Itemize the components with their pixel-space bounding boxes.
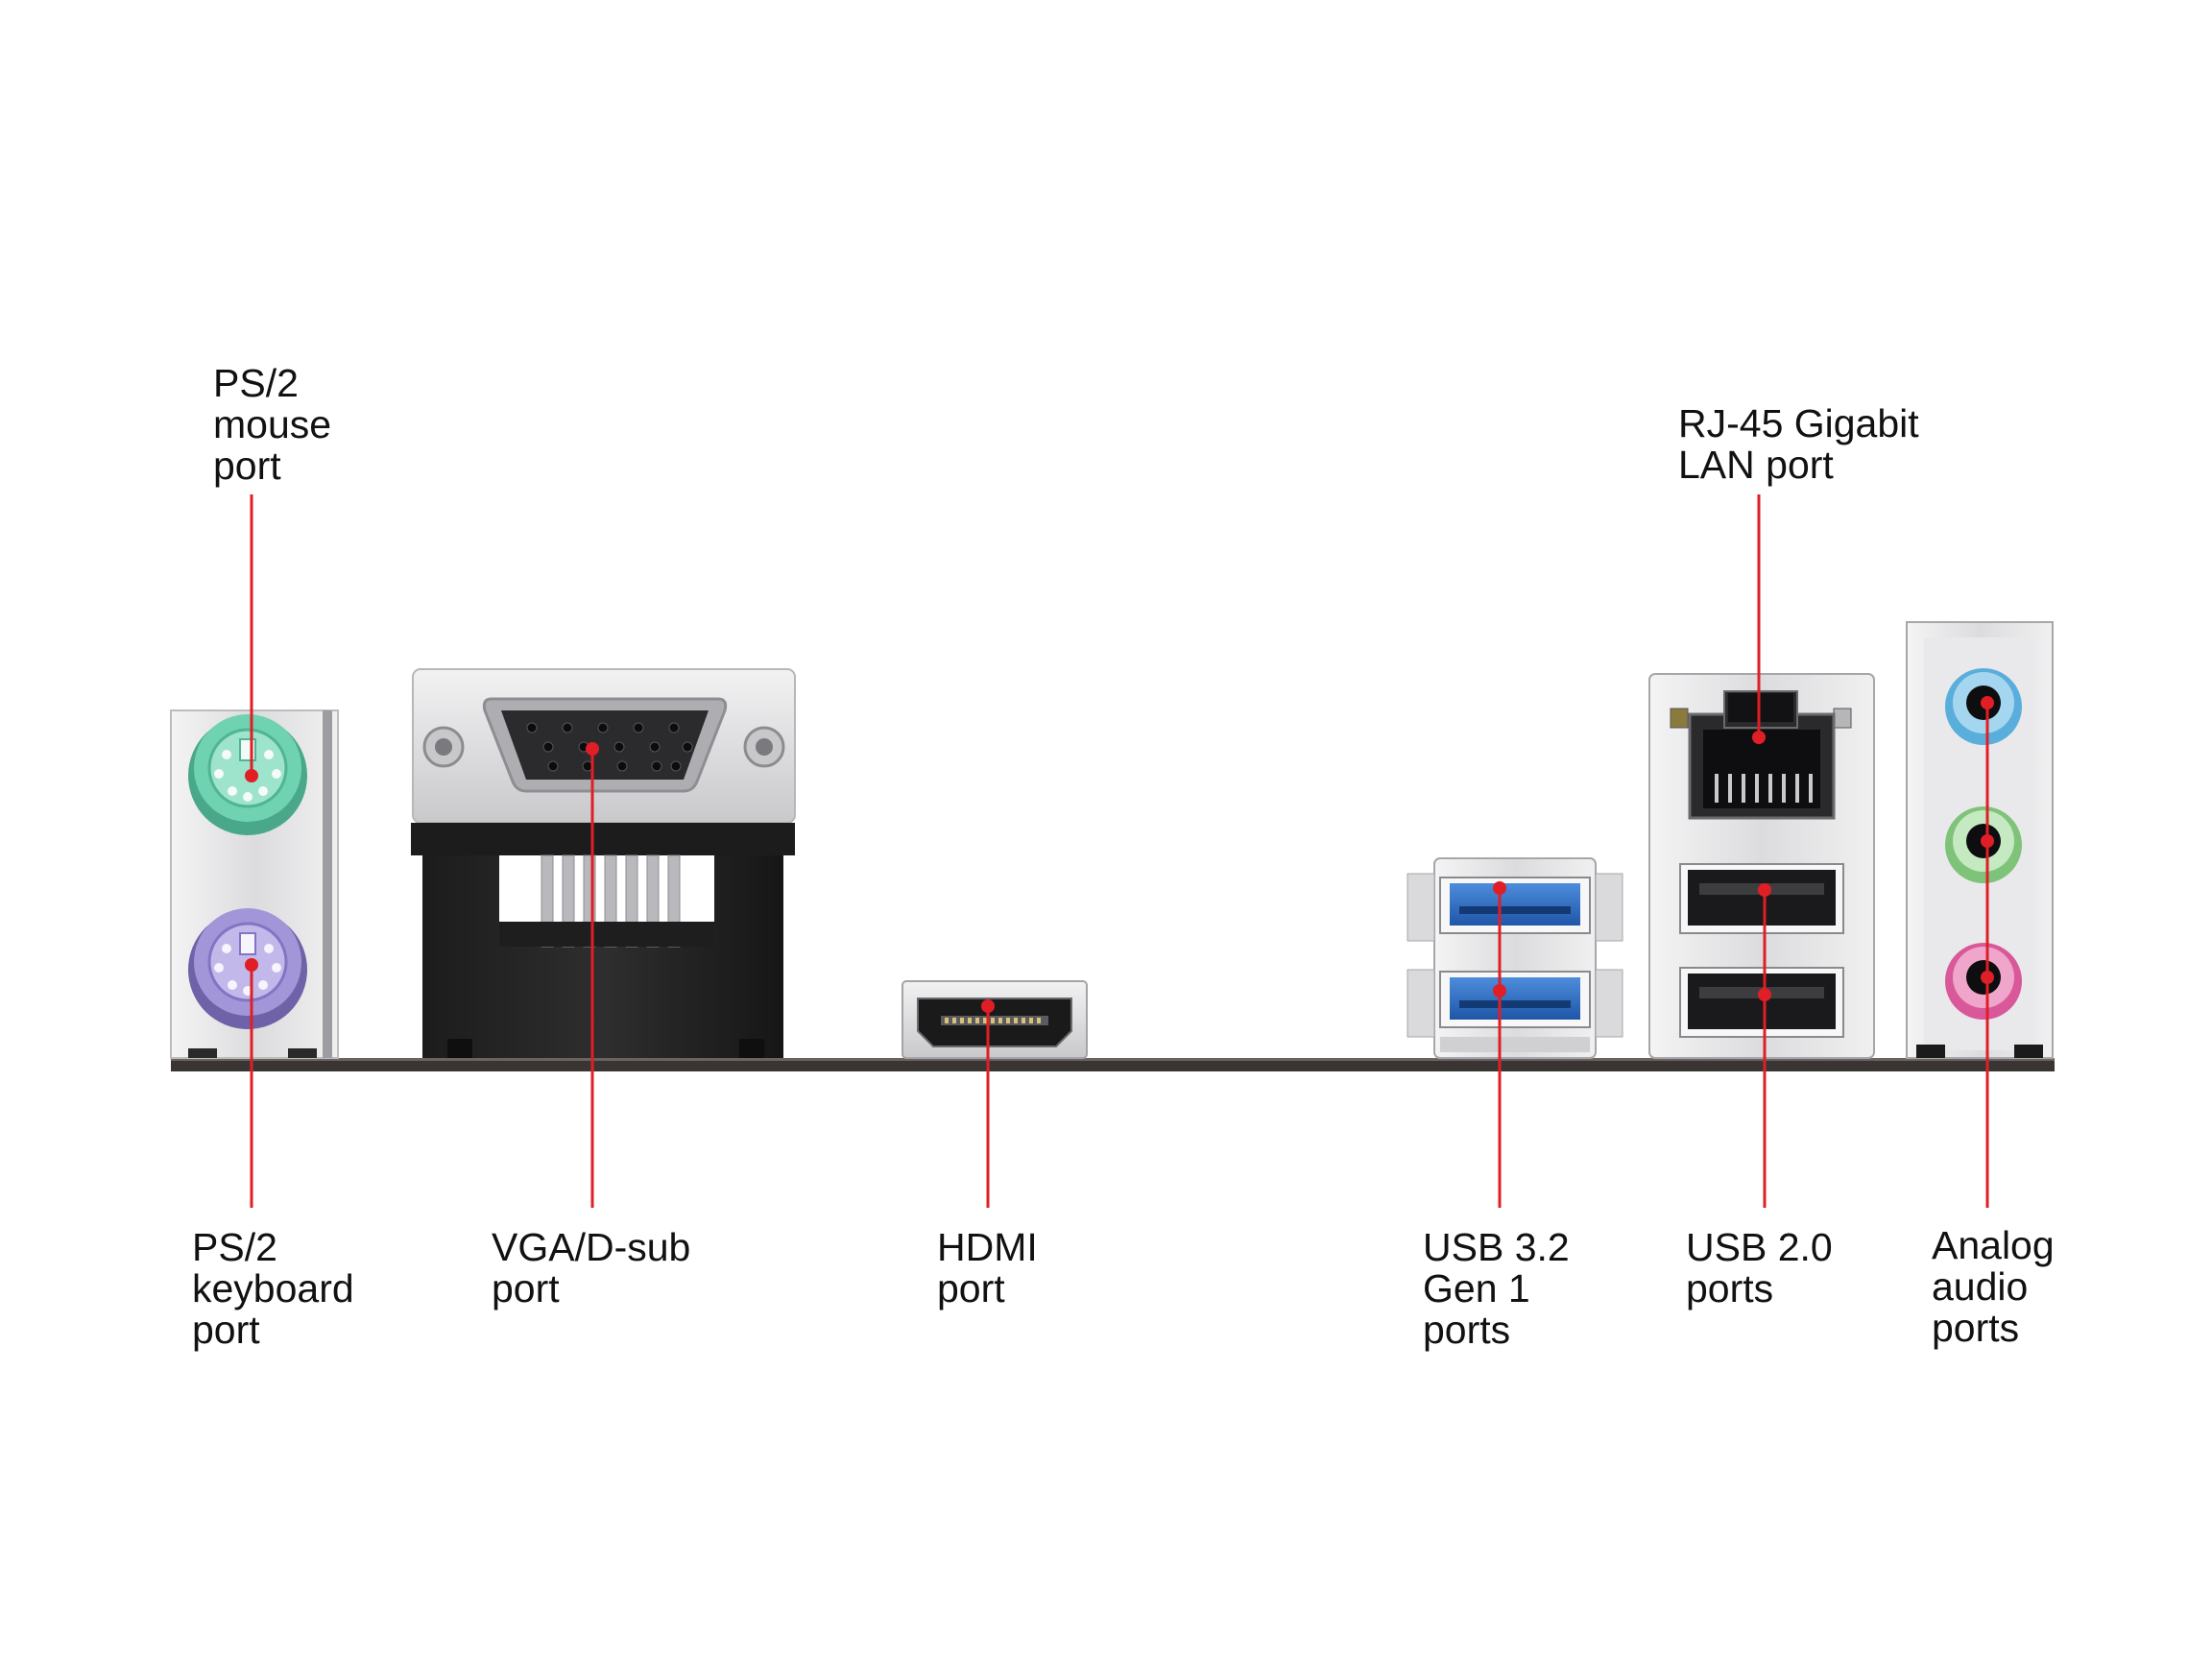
label-line: port (192, 1308, 260, 1352)
hdmi-connector (902, 980, 1088, 1059)
label-line: HDMI (937, 1225, 1038, 1269)
label-usb20: USB 2.0 ports (1686, 1227, 1833, 1310)
usb32-connector (1407, 857, 1623, 1059)
label-vga: VGA/D-sub port (492, 1227, 690, 1310)
callout-dot-usb20-bottom (1758, 988, 1771, 1001)
pcb-strip (171, 1058, 2055, 1071)
audio-jack-line-in (1945, 668, 2022, 745)
label-line: port (492, 1266, 560, 1310)
callout-dot-usb32-top (1493, 881, 1506, 895)
label-line: port (213, 444, 281, 488)
audio-connector (1906, 621, 2054, 1059)
label-line: USB 3.2 (1423, 1225, 1570, 1269)
label-audio: Analog audio ports (1932, 1225, 2055, 1349)
callout-dot-lan (1752, 731, 1766, 744)
callout-dot-audio-bottom (1981, 971, 1994, 984)
label-line: ports (1932, 1306, 2020, 1350)
label-line: audio (1932, 1264, 2029, 1309)
callout-dot-usb20-top (1758, 883, 1771, 897)
label-line: keyboard (192, 1266, 354, 1310)
callout-lines (250, 494, 1989, 1208)
label-line: Analog (1932, 1223, 2055, 1267)
callout-dot-ps2-keyboard (245, 958, 258, 972)
label-line: Gen 1 (1423, 1266, 1530, 1310)
label-ps2-keyboard: PS/2 keyboard port (192, 1227, 354, 1351)
label-line: PS/2 (213, 361, 299, 405)
label-line: ports (1686, 1266, 1774, 1310)
label-hdmi: HDMI port (937, 1227, 1038, 1310)
label-line: LAN port (1678, 443, 1834, 487)
label-line: PS/2 (192, 1225, 277, 1269)
lan-usb20-connector (1648, 673, 1875, 1059)
label-line: VGA/D-sub (492, 1225, 691, 1269)
callout-dot-hdmi (981, 999, 995, 1013)
callout-dot-ps2-mouse (245, 769, 258, 782)
label-line: RJ-45 Gigabit (1678, 401, 1919, 445)
callout-dot-audio-middle (1981, 834, 1994, 848)
label-ps2-mouse: PS/2 mouse port (213, 363, 331, 487)
label-lan: RJ-45 Gigabit LAN port (1678, 403, 1919, 486)
callout-dot-vga (586, 742, 599, 756)
label-line: mouse (213, 402, 332, 446)
label-line: ports (1423, 1308, 1511, 1352)
label-line: USB 2.0 (1686, 1225, 1833, 1269)
pcb-strip-highlight (171, 1058, 2055, 1061)
label-line: port (937, 1266, 1005, 1310)
vga-connector (411, 668, 796, 1058)
callout-dot-audio-top (1981, 696, 1994, 709)
callout-dots (245, 696, 1994, 1013)
callout-dot-usb32-bottom (1493, 984, 1506, 998)
label-usb32: USB 3.2 Gen 1 ports (1423, 1227, 1570, 1351)
ps2-connector (170, 709, 339, 1059)
